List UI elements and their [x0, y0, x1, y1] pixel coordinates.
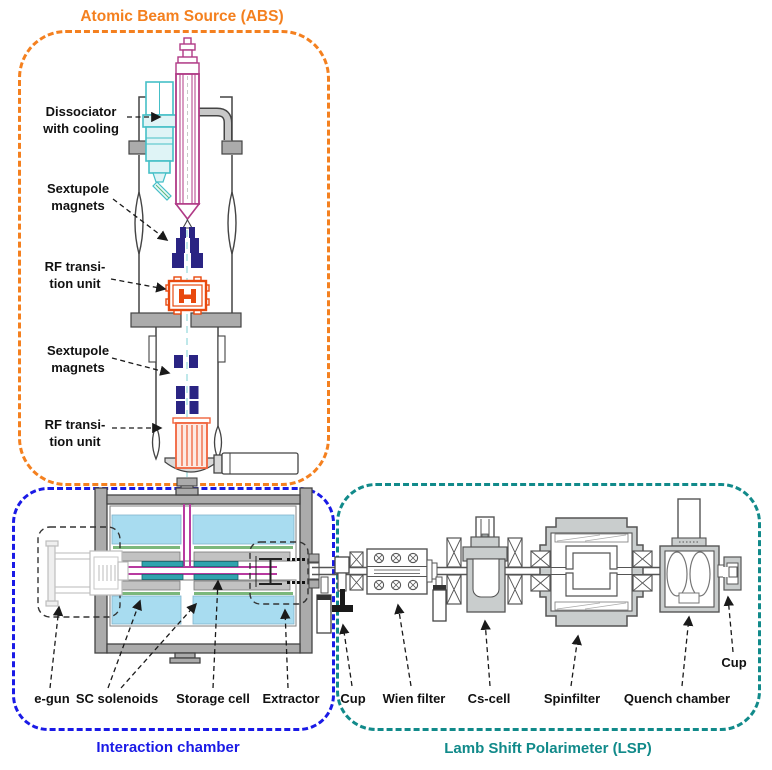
beam-flange-drawing — [349, 551, 364, 591]
lsp-title: Lamb Shift Polarimeter (LSP) — [444, 740, 652, 757]
sc-solenoids-drawing — [109, 505, 297, 627]
cup-right-drawing — [717, 556, 742, 591]
label-cs-cell: Cs-cell — [467, 691, 511, 706]
label-quench-chamber: Quench chamber — [623, 691, 731, 706]
rf-unit-upper-drawing — [165, 276, 210, 315]
cup-left-drawing — [332, 556, 353, 612]
wien-filter-drawing — [366, 548, 438, 595]
egun-drawing — [37, 526, 129, 618]
label-cup-left: Cup — [340, 691, 366, 706]
interaction-chamber-drawing — [37, 487, 320, 664]
label-arrows — [49, 111, 734, 689]
label-rf-upper: RF transi- tion unit — [44, 259, 106, 291]
beam-tube-drawing — [124, 504, 277, 575]
label-cup-right: Cup — [721, 655, 747, 670]
extractor-drawing — [249, 541, 320, 605]
sextupole-upper-drawing — [172, 227, 203, 268]
abs-title: Atomic Beam Source (ABS) — [80, 8, 284, 25]
lsp-pump-drawing — [316, 576, 332, 634]
abs-boundary — [18, 30, 330, 486]
interaction-chamber-title: Interaction chamber — [96, 739, 240, 756]
rf-unit-lower-drawing — [172, 417, 211, 469]
cs-cell-drawing — [462, 516, 508, 613]
abs-drawing — [128, 37, 299, 505]
spinfilter-drawing — [530, 517, 653, 627]
label-egun: e-gun — [34, 691, 70, 706]
turbo-pump-drawing — [213, 452, 299, 475]
lsp-drawing — [312, 498, 742, 634]
label-spinfilter: Spinfilter — [543, 691, 601, 706]
label-sextupole-upper: Sextupole magnets — [46, 181, 110, 213]
label-dissociator: Dissociator with cooling — [43, 104, 119, 136]
label-wien-filter: Wien filter — [382, 691, 446, 706]
quench-chamber-drawing — [659, 498, 720, 613]
label-storage-cell: Storage cell — [176, 691, 250, 706]
sextupole-lower-drawing — [174, 355, 199, 414]
dissociator-drawing — [142, 81, 177, 201]
cs-coil-left-drawing — [446, 537, 462, 605]
label-extractor: Extractor — [262, 691, 320, 706]
nozzle-tube-drawing — [174, 37, 201, 229]
label-sc-solenoids: SC solenoids — [75, 691, 159, 706]
lsp-cylinder-drawing — [432, 576, 447, 622]
label-sextupole-lower: Sextupole magnets — [46, 343, 110, 375]
label-rf-lower: RF transi- tion unit — [44, 417, 106, 449]
cs-coil-right-drawing — [507, 537, 523, 605]
